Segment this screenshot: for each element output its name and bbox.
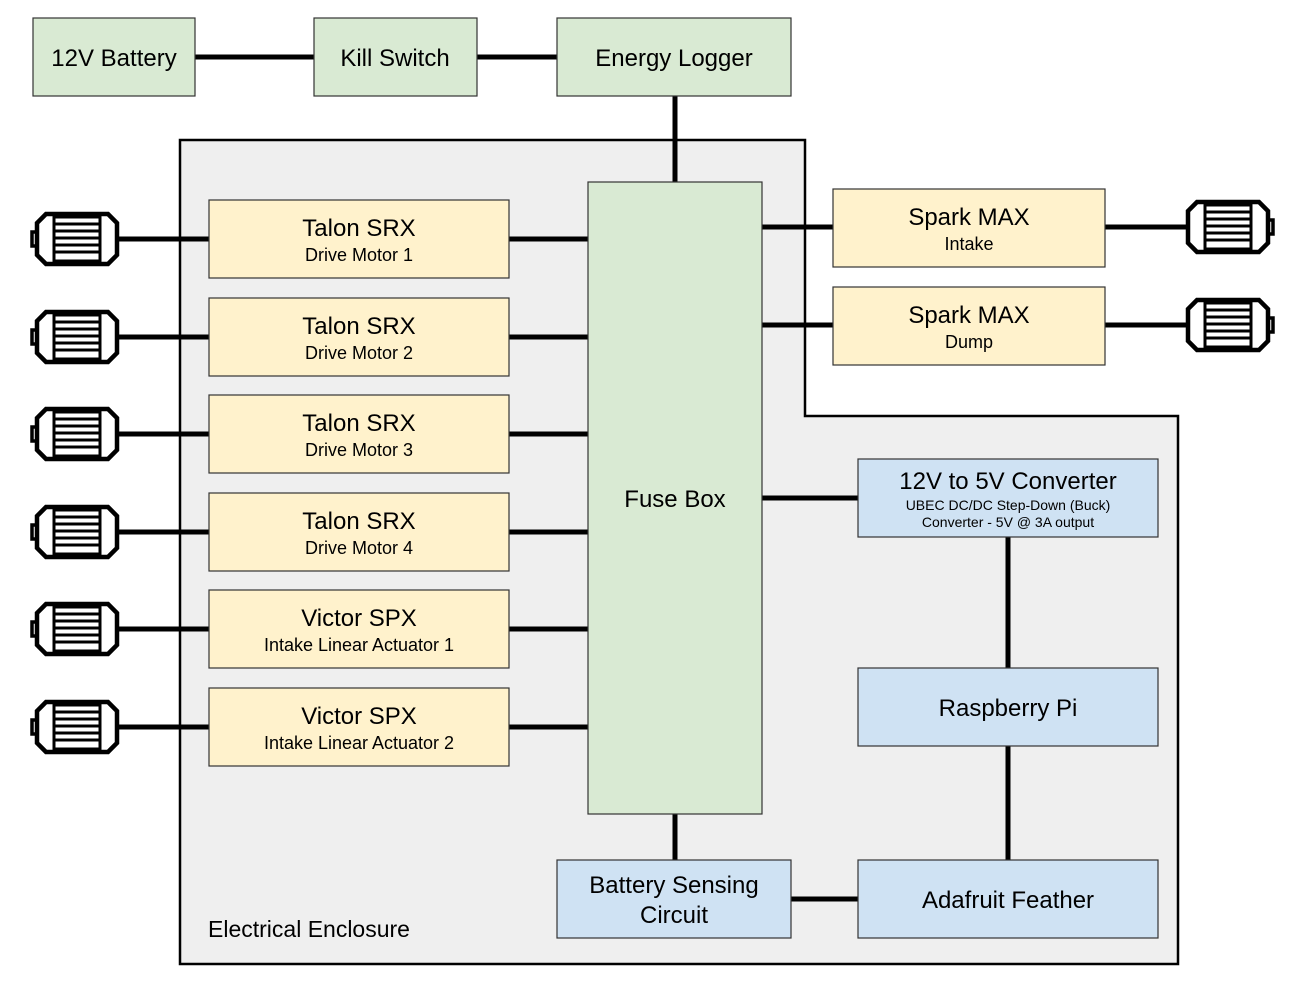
energy-logger-box: Energy Logger xyxy=(556,17,792,97)
kill-switch-label: Kill Switch xyxy=(340,45,449,72)
motor-icon xyxy=(32,604,117,654)
converter-line1: UBEC DC/DC Step-Down (Buck) xyxy=(906,497,1111,513)
battery-box: 12V Battery xyxy=(32,17,196,97)
battery-label: 12V Battery xyxy=(51,45,176,72)
controller-subtitle: Drive Motor 1 xyxy=(305,245,413,265)
controller-1: Talon SRX Drive Motor 1 xyxy=(208,199,510,279)
controller-2: Talon SRX Drive Motor 2 xyxy=(208,297,510,377)
controller-title: Talon SRX xyxy=(302,313,415,340)
fuse-box-label: Fuse Box xyxy=(624,486,725,513)
controller-5: Victor SPX Intake Linear Actuator 1 xyxy=(208,589,510,669)
motor-icon xyxy=(32,507,117,557)
controller-subtitle: Intake Linear Actuator 2 xyxy=(264,733,454,753)
battery-sensing-line1: Battery Sensing xyxy=(589,872,758,899)
converter-line2: Converter - 5V @ 3A output xyxy=(922,514,1094,530)
spark-subtitle: Intake xyxy=(944,234,993,254)
kill-switch-box: Kill Switch xyxy=(313,17,478,97)
spark-subtitle: Dump xyxy=(945,332,993,352)
controller-title: Victor SPX xyxy=(301,605,417,632)
motor-icon xyxy=(32,312,117,362)
spark-title: Spark MAX xyxy=(908,302,1029,329)
controller-title: Talon SRX xyxy=(302,410,415,437)
converter-box: 12V to 5V Converter UBEC DC/DC Step-Down… xyxy=(857,458,1159,538)
fuse-box: Fuse Box xyxy=(587,181,763,815)
motor-icon xyxy=(32,409,117,459)
motor-icon xyxy=(32,214,117,264)
controller-title: Talon SRX xyxy=(302,215,415,242)
motor-icon xyxy=(1188,300,1273,350)
motor-icon xyxy=(1188,202,1273,252)
controller-4: Talon SRX Drive Motor 4 xyxy=(208,492,510,572)
controller-title: Talon SRX xyxy=(302,508,415,535)
controller-title: Victor SPX xyxy=(301,703,417,730)
spark-max-dump: Spark MAX Dump xyxy=(832,286,1106,366)
wires xyxy=(115,54,1190,902)
enclosure-label: Electrical Enclosure xyxy=(208,916,410,942)
controller-subtitle: Drive Motor 2 xyxy=(305,343,413,363)
controller-6: Victor SPX Intake Linear Actuator 2 xyxy=(208,687,510,767)
raspberry-pi-label: Raspberry Pi xyxy=(939,695,1078,722)
adafruit-label: Adafruit Feather xyxy=(922,887,1094,914)
controller-subtitle: Drive Motor 4 xyxy=(305,538,413,558)
battery-sensing-box: Battery Sensing Circuit xyxy=(556,859,792,939)
raspberry-pi-box: Raspberry Pi xyxy=(857,667,1159,747)
spark-title: Spark MAX xyxy=(908,204,1029,231)
adafruit-feather-box: Adafruit Feather xyxy=(857,859,1159,939)
controller-subtitle: Intake Linear Actuator 1 xyxy=(264,635,454,655)
energy-logger-label: Energy Logger xyxy=(595,45,752,72)
motor-icon xyxy=(32,702,117,752)
controller-subtitle: Drive Motor 3 xyxy=(305,440,413,460)
spark-max-intake: Spark MAX Intake xyxy=(832,188,1106,268)
converter-title: 12V to 5V Converter xyxy=(899,468,1116,495)
controller-3: Talon SRX Drive Motor 3 xyxy=(208,394,510,474)
battery-sensing-line2: Circuit xyxy=(640,902,708,929)
